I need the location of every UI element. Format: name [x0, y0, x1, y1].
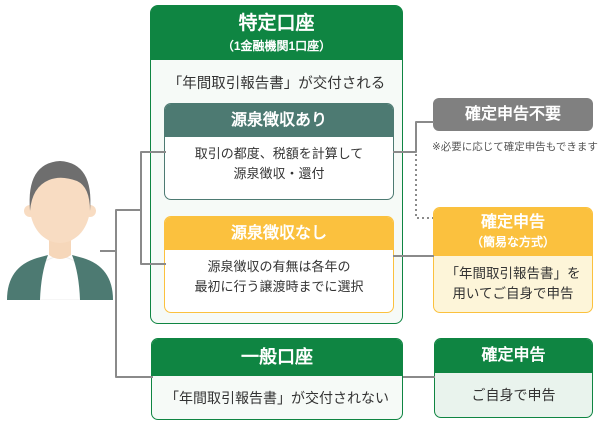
simplified-filing-description: 「年間取引報告書」を 用いてご自身で申告 — [434, 256, 592, 305]
withholding-no-description: 源泉徴収の有無は各年の 最初に行う譲渡時までに選択 — [165, 250, 393, 297]
general-account-description: 「年間取引報告書」が交付されない — [165, 389, 389, 406]
specified-account-subtitle: （1金融機関1口座） — [221, 38, 332, 53]
simplified-filing-desc-line2: 用いてご自身で申告 — [452, 286, 574, 302]
self-filing-description: ご自身で申告 — [471, 386, 556, 403]
withholding-yes-description: 取引の都度、税額を計算して 源泉徴収・還付 — [165, 137, 393, 184]
self-filing-box: 確定申告 ご自身で申告 — [434, 338, 593, 418]
withholding-yes-desc-line1: 取引の都度、税額を計算して — [194, 146, 364, 161]
simplified-filing-box: 確定申告 （簡易な方式） 「年間取引報告書」を 用いてご自身で申告 — [433, 207, 593, 313]
simplified-filing-subtitle: （簡易な方式） — [470, 235, 555, 250]
withholding-yes-desc-line2: 源泉徴収・還付 — [233, 166, 325, 182]
withholding-no-header: 源泉徴収なし — [165, 217, 393, 250]
general-account-box: 一般口座 「年間取引報告書」が交付されない — [151, 338, 403, 420]
line-optional-filing-dotted — [415, 154, 433, 219]
specified-account-header: 特定口座 （1金融機関1口座） — [151, 6, 402, 60]
general-account-header: 一般口座 — [152, 339, 402, 376]
line-trunk — [115, 209, 153, 378]
specified-account-title: 特定口座 — [238, 13, 315, 34]
no-filing-required-badge: 確定申告不要 — [433, 98, 593, 131]
specified-account-description: 「年間取引報告書」が交付される — [167, 75, 386, 92]
withholding-no-desc-line2: 最初に行う譲渡時までに選択 — [194, 279, 364, 295]
withholding-no-box: 源泉徴収なし 源泉徴収の有無は各年の 最初に行う譲渡時までに選択 — [164, 216, 394, 313]
person-icon — [7, 161, 113, 300]
simplified-filing-desc-line1: 「年間取引報告書」を — [445, 266, 581, 282]
simplified-filing-title: 確定申告 — [480, 214, 545, 231]
no-filing-note: ※必要に応じて確定申告もできます — [432, 141, 598, 153]
withholding-yes-box: 源泉徴収あり 取引の都度、税額を計算して 源泉徴収・還付 — [164, 103, 394, 200]
simplified-filing-header: 確定申告 （簡易な方式） — [434, 208, 592, 257]
withholding-yes-header: 源泉徴収あり — [165, 104, 393, 137]
self-filing-header: 確定申告 — [435, 339, 592, 373]
withholding-no-desc-line1: 源泉徴収の有無は各年の — [207, 259, 351, 274]
